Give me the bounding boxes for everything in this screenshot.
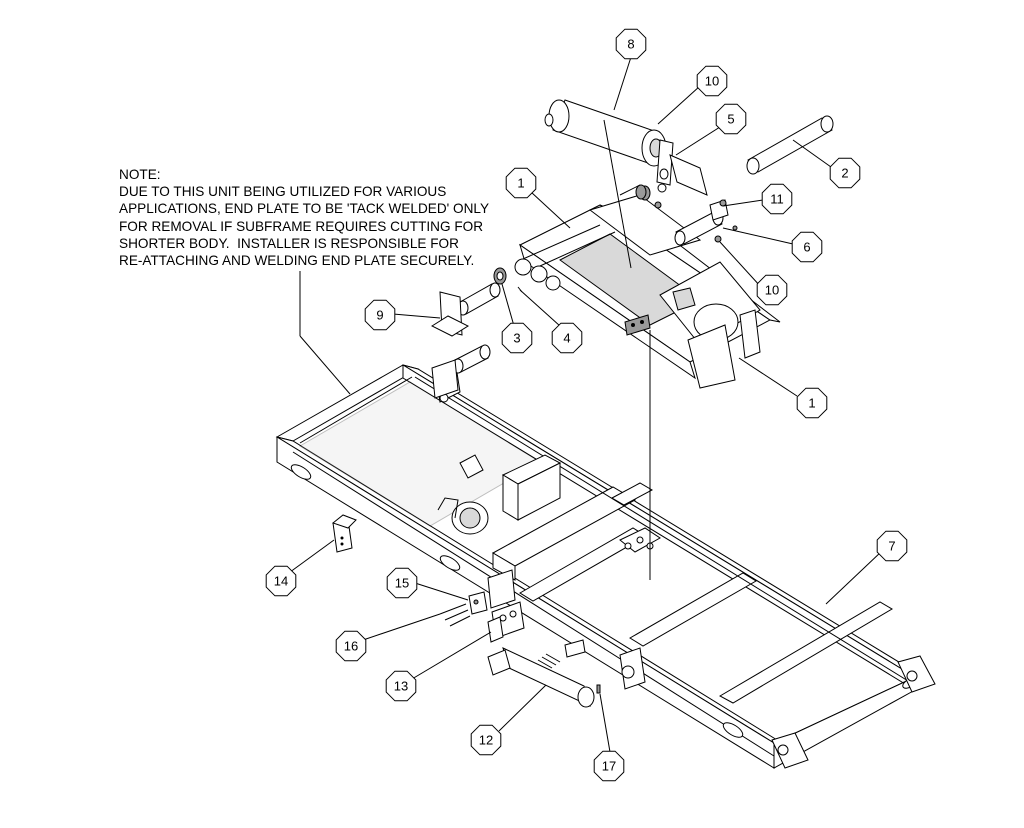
pin-2 [746,115,834,175]
callout-octagon [715,103,747,135]
callout-label: 4 [563,331,570,346]
callout-14: 14 [265,565,297,597]
callout-label: 7 [888,539,895,554]
callout-label: 15 [395,576,409,591]
note-line: FOR REMOVAL IF SUBFRAME REQUIRES CUTTING… [119,218,484,234]
callout-label: 9 [376,308,383,323]
bracket-5 [654,154,708,209]
callout-label: 5 [727,112,734,127]
callout-label: 11 [770,192,784,207]
callout-octagon [761,183,793,215]
installation-note: NOTE: DUE TO THIS UNIT BEING UTILIZED FOR… [119,166,489,269]
callout-octagon [335,630,367,662]
callout-octagon [829,157,861,189]
callout-octagon [615,28,647,60]
bracket-9 [430,291,491,399]
callout-label: 14 [274,574,288,589]
pin-6 [674,199,738,246]
pivot-arm-assembly [514,184,781,389]
bracket-14 [331,514,357,553]
callout-octagon [876,530,908,562]
callout-12: 12 [470,724,502,756]
callout-octagon [470,724,502,756]
callout-octagon [696,65,728,97]
callout-10: 10 [696,65,728,97]
callout-octagon [265,565,297,597]
note-line: SHORTER BODY. INSTALLER IS RESPONSIBLE F… [119,235,459,251]
callout-label: 2 [841,166,848,181]
callout-6: 6 [791,231,823,263]
leader-lines [285,56,883,753]
callout-octagon [551,322,583,354]
callout-octagon [385,670,417,702]
callout-16: 16 [335,630,367,662]
callout-octagon [501,322,533,354]
callout-11: 11 [761,183,793,215]
callout-label: 8 [627,37,634,52]
callout-4: 4 [551,322,583,354]
callout-7: 7 [876,530,908,562]
callout-label: 1 [808,396,815,411]
callout-octagon [593,750,625,782]
callout-octagon [364,299,396,331]
subframe [275,359,936,769]
callout-label: 6 [803,240,810,255]
callout-9: 9 [364,299,396,331]
note-line: APPLICATIONS, END PLATE TO BE 'TACK WELD… [119,201,490,217]
callout-10: 10 [756,274,788,306]
callout-label: 3 [513,331,520,346]
callout-octagon [505,167,537,199]
callout-label: 12 [479,733,493,748]
callout-2: 2 [829,157,861,189]
callout-8: 8 [615,28,647,60]
callout-1: 1 [505,167,537,199]
callout-13: 13 [385,670,417,702]
callout-label: 10 [705,74,719,89]
bearings [457,184,647,316]
lower-hardware [439,591,601,708]
note-heading: NOTE: [119,167,161,182]
callout-label: 10 [765,283,779,298]
callout-label: 16 [344,639,358,654]
callout-5: 5 [715,103,747,135]
callout-3: 3 [501,322,533,354]
callout-octagon [756,274,788,306]
callout-17: 17 [593,750,625,782]
callout-1: 1 [796,387,828,419]
callout-label: 1 [517,176,524,191]
callout-label: 13 [394,679,408,694]
note-line: DUE TO THIS UNIT BEING UTILIZED FOR VARI… [119,184,447,200]
callout-label: 17 [602,759,616,774]
callout-octagon [791,231,823,263]
callout-octagon [796,387,828,419]
callout-15: 15 [386,567,418,599]
note-line: RE-ATTACHING AND WELDING END PLATE SECUR… [119,253,475,269]
callout-octagon [386,567,418,599]
